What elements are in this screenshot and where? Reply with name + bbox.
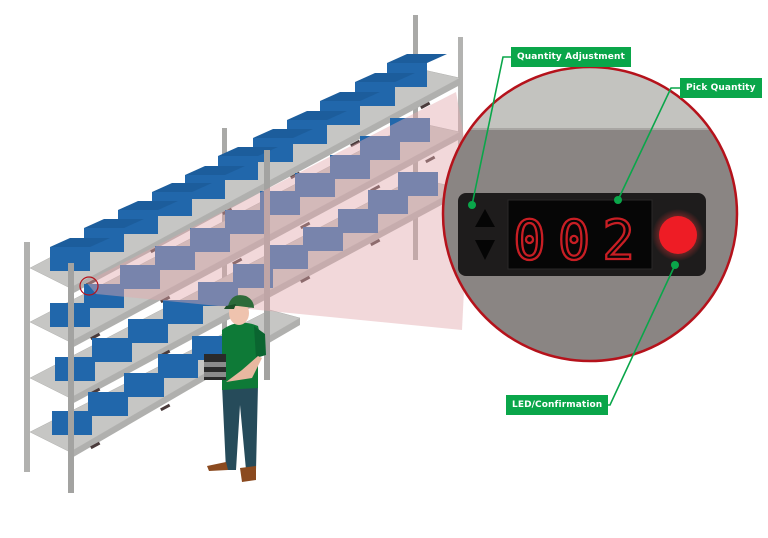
quantity-display <box>507 199 653 270</box>
magnifier-beam <box>86 92 470 330</box>
upright-post <box>24 242 30 472</box>
callout-pick-quantity: Pick Quantity <box>680 78 762 98</box>
confirmation-led[interactable] <box>659 216 697 254</box>
upright-post <box>68 263 74 493</box>
up-arrow-icon[interactable] <box>475 209 495 227</box>
callout-quantity-adjustment: Quantity Adjustment <box>511 47 631 67</box>
warehouse-worker <box>204 295 266 482</box>
highlighted-module-ring <box>79 276 99 296</box>
down-arrow-icon[interactable] <box>475 240 495 260</box>
upright-post <box>264 150 270 380</box>
pick-quantity-value: 002 <box>513 209 647 272</box>
pick-to-light-device <box>458 193 706 276</box>
callout-led-confirmation: LED/Confirmation <box>506 395 609 415</box>
